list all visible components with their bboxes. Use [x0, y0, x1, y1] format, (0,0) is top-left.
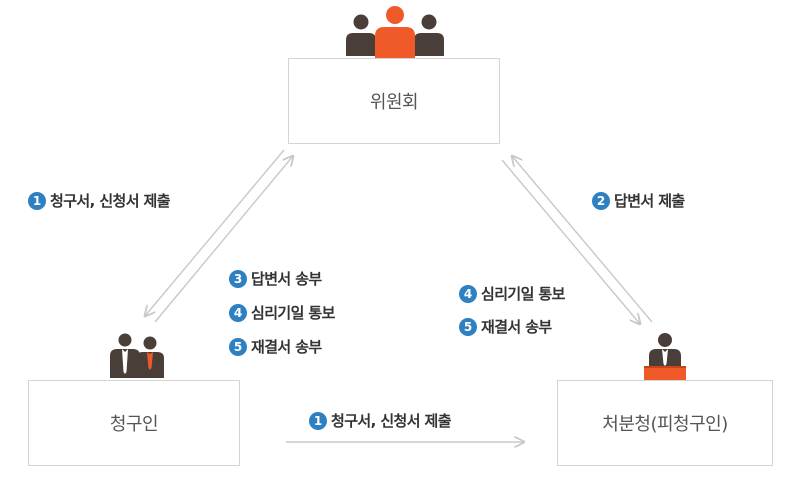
step-text: 청구서, 신청서 제출: [331, 412, 452, 430]
step-text: 답변서 제출: [614, 192, 685, 210]
step-committee-to-claimant-1: 3 답변서 송부: [229, 268, 322, 289]
agency-label: 처분청(피청구인): [602, 414, 728, 435]
step-number-badge: 3: [229, 269, 247, 288]
committee-label: 위원회: [369, 92, 419, 113]
claimant-label: 청구인: [109, 414, 159, 435]
claimant-box: 청구인: [28, 380, 240, 466]
arrow-claimant-to-committee: [154, 156, 293, 323]
step-number-badge: 4: [229, 303, 247, 322]
step-number-badge: 1: [28, 191, 46, 210]
step-number-badge: 2: [592, 191, 610, 210]
step-text: 답변서 송부: [251, 270, 322, 288]
step-committee-to-claimant-3: 5 재결서 송부: [229, 336, 322, 357]
step-text: 재결서 송부: [251, 338, 322, 356]
step-number-badge: 5: [229, 337, 247, 356]
arrow-committee-to-claimant: [145, 149, 285, 316]
step-committee-to-agency-2: 5 재결서 송부: [459, 316, 552, 337]
step-number-badge: 5: [459, 317, 477, 336]
step-claimant-to-agency: 1 청구서, 신청서 제출: [309, 410, 452, 431]
step-agency-to-committee: 2 답변서 제출: [592, 190, 685, 211]
step-text: 청구서, 신청서 제출: [50, 192, 171, 210]
arrow-agency-to-committee: [512, 156, 653, 323]
step-text: 재결서 송부: [481, 318, 552, 336]
step-text: 심리기일 통보: [481, 285, 565, 303]
step-number-badge: 4: [459, 284, 477, 303]
step-committee-to-claimant-2: 4 심리기일 통보: [229, 302, 335, 323]
step-text: 심리기일 통보: [251, 304, 335, 322]
step-committee-to-agency-1: 4 심리기일 통보: [459, 283, 565, 304]
agency-box: 처분청(피청구인): [557, 380, 773, 466]
step-number-badge: 1: [309, 411, 327, 430]
committee-box: 위원회: [288, 58, 500, 144]
step-claimant-to-committee: 1 청구서, 신청서 제출: [28, 190, 171, 211]
arrow-committee-to-agency: [501, 159, 640, 324]
